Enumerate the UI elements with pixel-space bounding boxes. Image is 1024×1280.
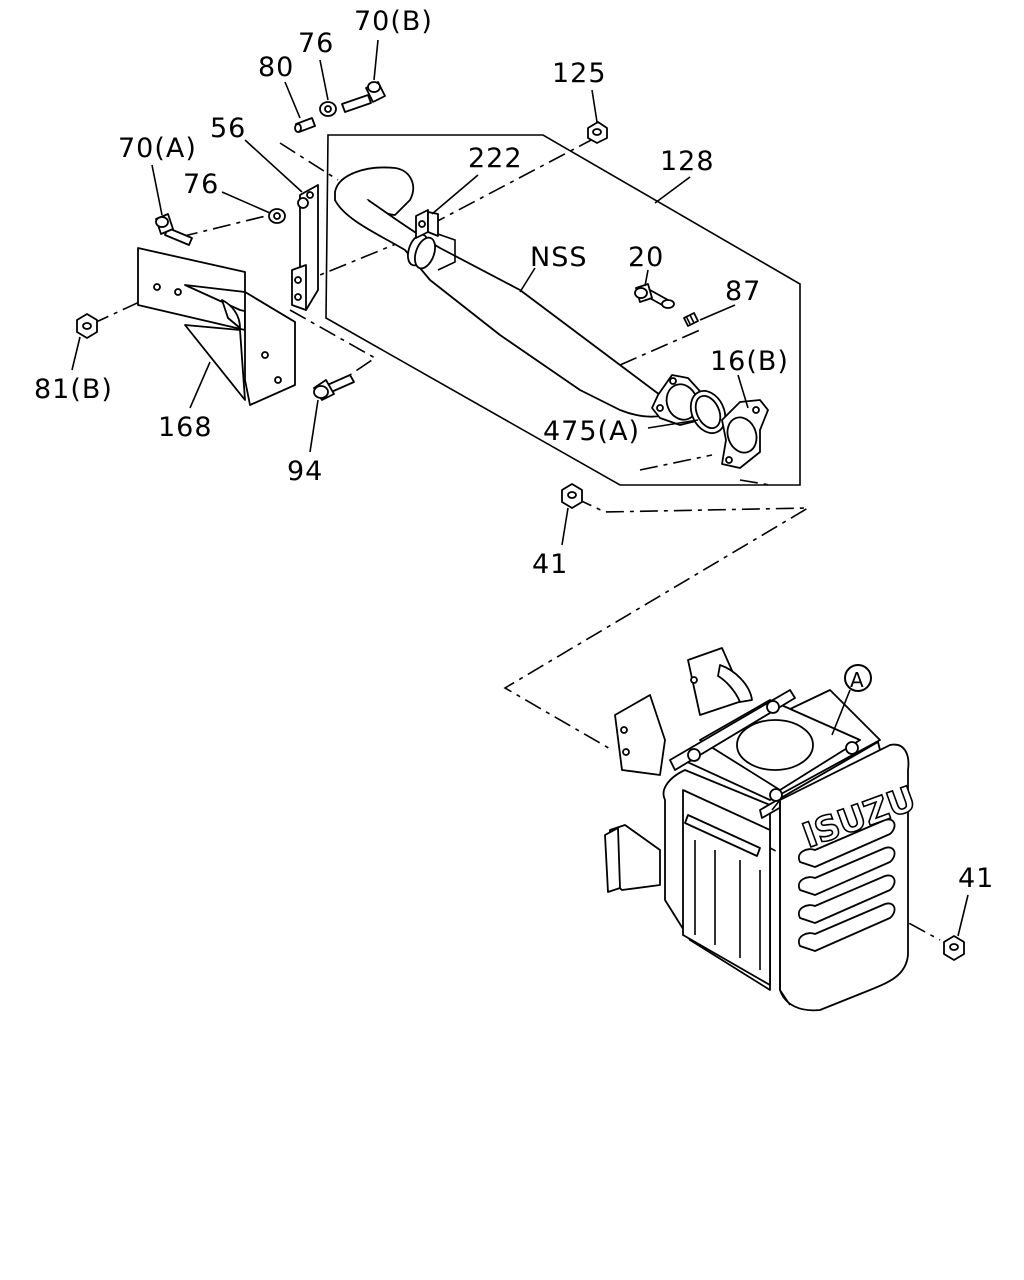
spring-87 [683, 312, 699, 327]
callout-81b: 81(B) [34, 374, 113, 405]
callout-125: 125 [552, 58, 607, 89]
callout-nss: NSS [530, 242, 587, 273]
leader-lines [71, 39, 969, 937]
nut-41-upper [561, 483, 583, 509]
bolt-20 [634, 283, 675, 309]
callout-76-top: 76 [298, 28, 334, 59]
callout-a: A [850, 668, 864, 692]
callout-70b: 70(B) [354, 6, 433, 37]
callout-222: 222 [468, 143, 523, 174]
callout-circle-a [844, 664, 872, 692]
seal-ring-475a [689, 390, 727, 434]
nut-81b [76, 313, 98, 339]
nut-125 [587, 121, 608, 144]
callout-80: 80 [258, 52, 294, 83]
callout-87: 87 [725, 276, 761, 307]
washer-76-left [268, 197, 309, 224]
pipe-flange [651, 374, 709, 426]
callout-168: 168 [158, 412, 213, 443]
muffler-assembly: ISUZU [604, 647, 922, 1012]
bracket-168 [137, 247, 296, 406]
callout-70a: 70(A) [118, 133, 197, 164]
group-outline-128 [325, 134, 801, 486]
clamp-222 [415, 209, 439, 239]
gasket-16b [721, 399, 769, 469]
hanger-bracket-56 [291, 184, 319, 311]
bolt-70a [155, 213, 193, 246]
bolt-94 [313, 374, 355, 401]
callout-94: 94 [287, 456, 323, 487]
bolt-70b [341, 81, 386, 113]
callout-128: 128 [660, 146, 715, 177]
washer-76-top [319, 101, 337, 117]
pin-80 [294, 117, 316, 133]
callout-20: 20 [628, 242, 664, 273]
callout-475a: 475(A) [543, 416, 640, 447]
callout-16b: 16(B) [710, 346, 789, 377]
callout-41-upper: 41 [532, 549, 568, 580]
callout-labels: 70(B) 76 80 125 56 70(A) 222 128 76 NSS … [34, 6, 994, 894]
callout-56: 56 [210, 113, 246, 144]
callout-76-left: 76 [183, 169, 219, 200]
exhaust-pipe-nss [334, 166, 681, 418]
nut-41-lower [943, 935, 965, 961]
callout-41-lower: 41 [958, 863, 994, 894]
